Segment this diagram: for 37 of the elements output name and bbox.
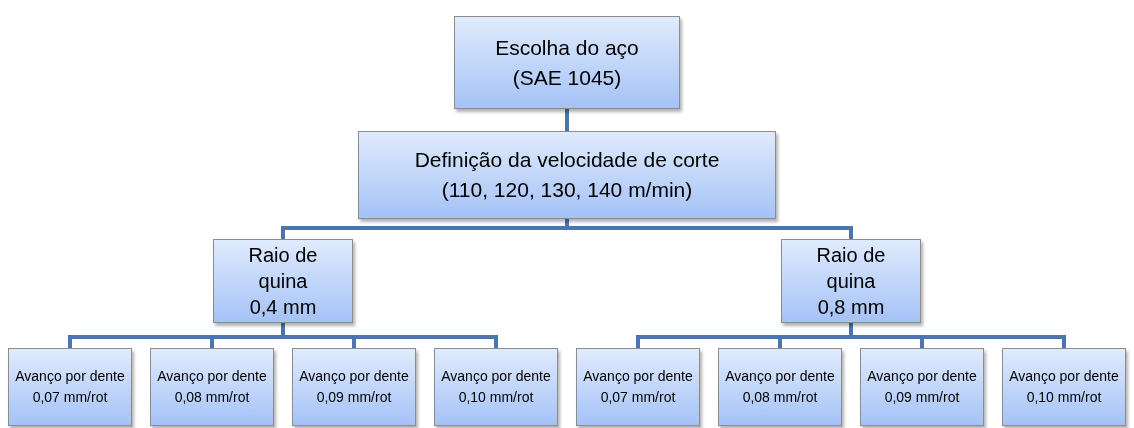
- connector-line: [565, 109, 569, 131]
- box-text: 0,8 mm: [816, 295, 886, 320]
- box-text: Definição da velocidade de corte: [414, 147, 720, 173]
- process-box: [1002, 348, 1126, 426]
- box-text: Avanço por dente: [157, 367, 267, 386]
- process-box: [150, 348, 274, 426]
- process-box: [8, 348, 132, 426]
- box-text: Avanço por dente: [725, 367, 835, 386]
- box-text: 0,07 mm/rot: [32, 388, 108, 407]
- box-text: 0,10 mm/rot: [458, 388, 534, 407]
- box-text: Avanço por dente: [15, 367, 125, 386]
- box-text: 0,08 mm/rot: [742, 388, 818, 407]
- box-text: Avanço por dente: [299, 367, 409, 386]
- box-text: 0,09 mm/rot: [316, 388, 392, 407]
- box-text: Avanço por dente: [441, 367, 551, 386]
- box-text: Raio de quina: [247, 243, 319, 294]
- process-box: [576, 348, 700, 426]
- box-text: (SAE 1045): [512, 64, 622, 91]
- process-box: [292, 348, 416, 426]
- box-text: Escolha do aço: [495, 34, 639, 61]
- process-box: [454, 16, 680, 109]
- box-text: Raio de quina: [815, 243, 887, 294]
- box-text: 0,07 mm/rot: [600, 388, 676, 407]
- box-text: Avanço por dente: [1009, 367, 1119, 386]
- box-text: 0,10 mm/rot: [1026, 388, 1102, 407]
- box-text: 0,4 mm: [248, 295, 318, 320]
- box-text: 0,08 mm/rot: [174, 388, 250, 407]
- process-box: [781, 239, 921, 323]
- process-box: [860, 348, 984, 426]
- process-box: [358, 131, 776, 219]
- box-text: Avanço por dente: [867, 367, 977, 386]
- box-text: (110, 120, 130, 140 m/min): [441, 177, 693, 203]
- box-text: 0,09 mm/rot: [884, 388, 960, 407]
- box-text: Avanço por dente: [583, 367, 693, 386]
- process-box: [718, 348, 842, 426]
- process-box: [213, 239, 353, 323]
- process-box: [434, 348, 558, 426]
